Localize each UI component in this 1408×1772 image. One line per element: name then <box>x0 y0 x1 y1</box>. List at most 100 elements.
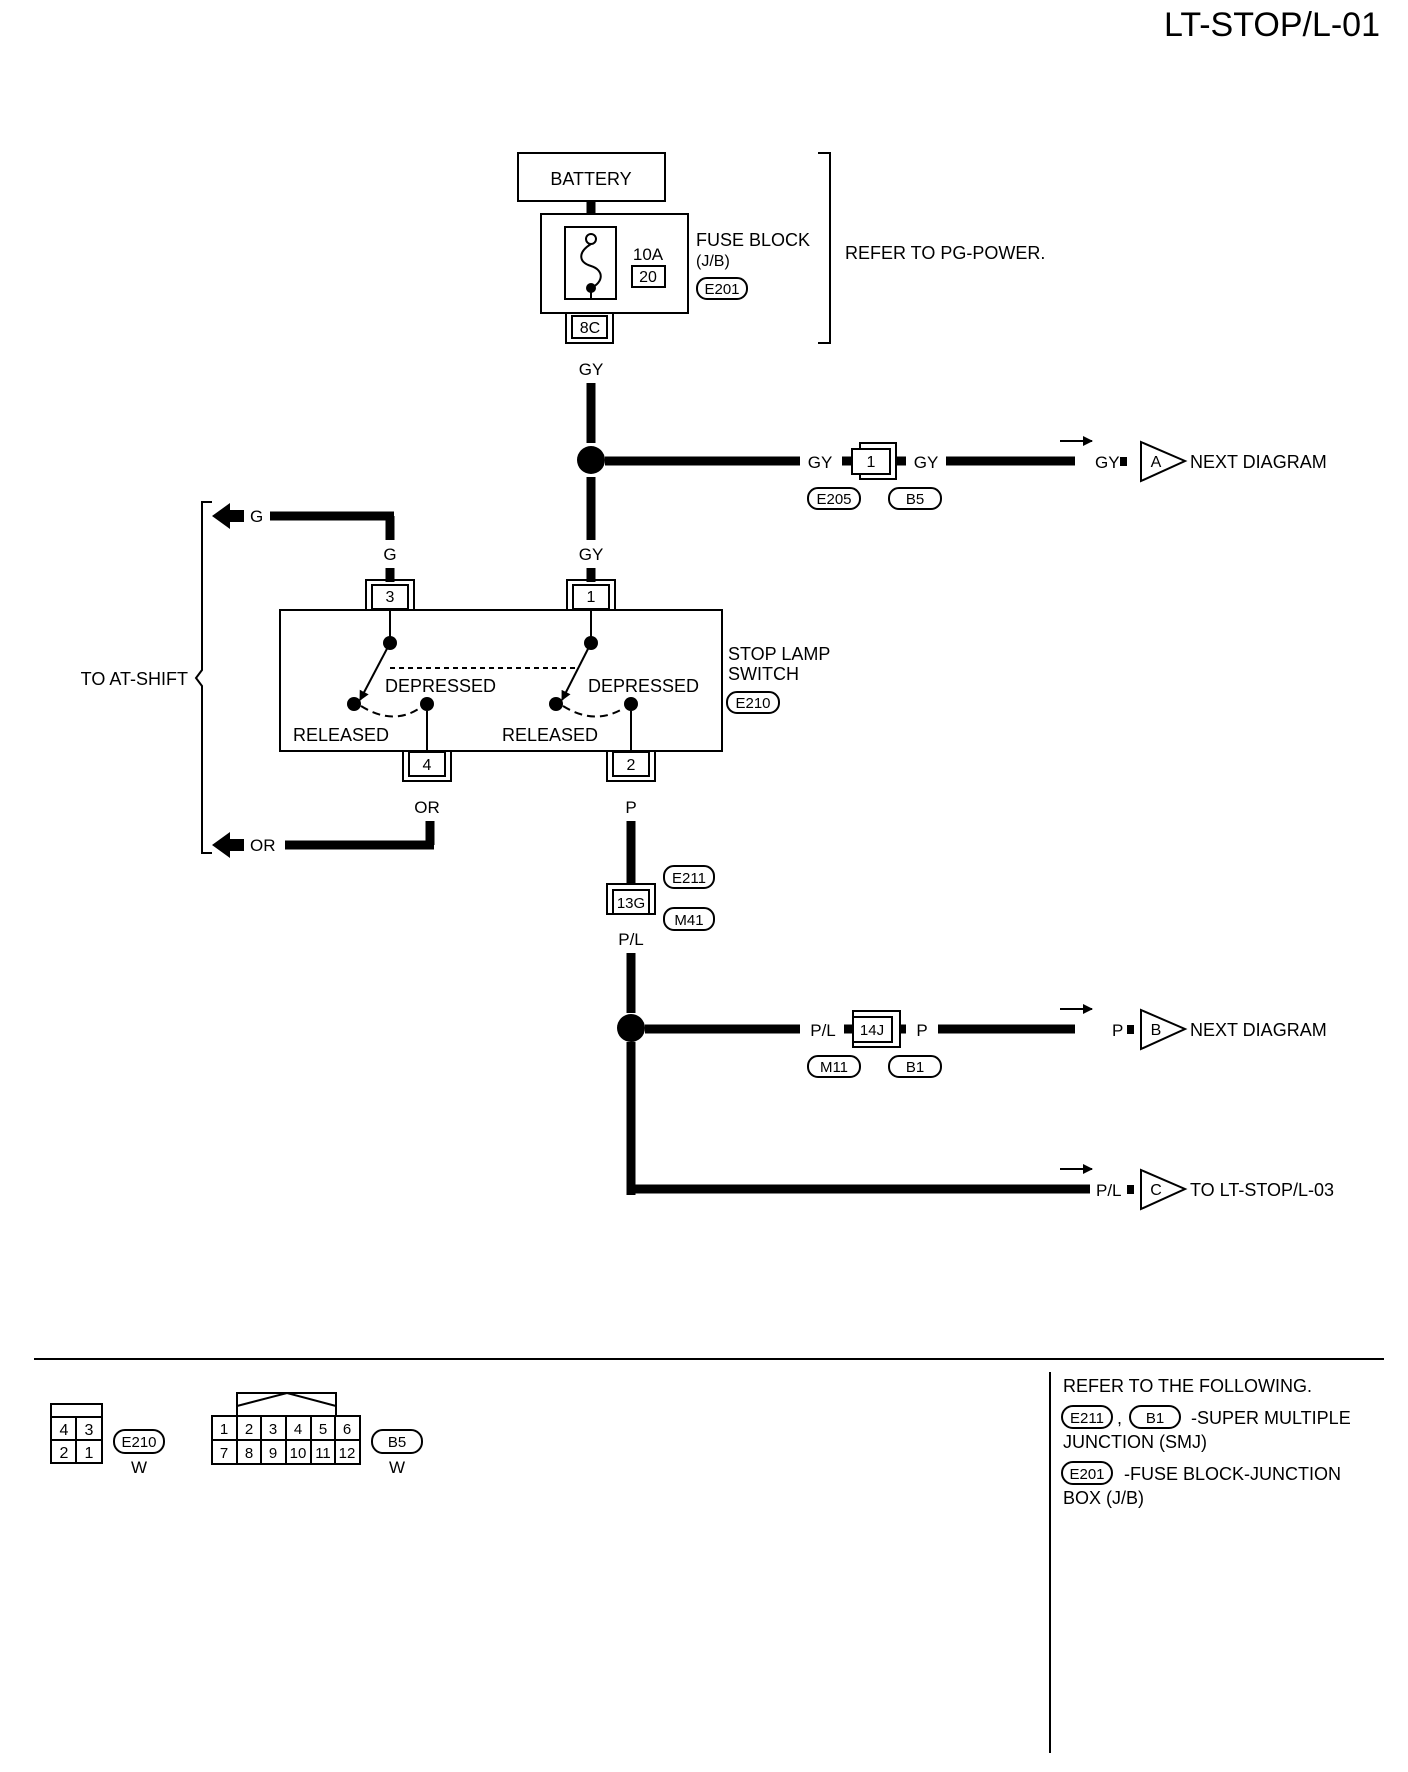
connector-e210-pill <box>726 691 780 714</box>
b5-pin-9: 9 <box>269 1445 277 1462</box>
ref-letter-b: B <box>1151 1022 1162 1039</box>
smj-13g-inner <box>612 889 650 915</box>
legend-b5-color: W <box>389 1458 405 1477</box>
connector-m41-pill <box>663 907 715 931</box>
battery-box <box>517 152 666 202</box>
connector-e205: E205 <box>816 491 851 508</box>
connector-m41: M41 <box>674 912 703 929</box>
wire-label-p-b2: P <box>916 1021 927 1040</box>
e210-pin-1: 1 <box>85 1445 94 1462</box>
fuse-rating: 10A <box>633 245 664 264</box>
connector-m11: M11 <box>820 1059 848 1076</box>
terminal-1-label: 1 <box>587 589 596 606</box>
wire-label-gy-a2: GY <box>914 453 939 472</box>
ref-e211-pill <box>1061 1405 1113 1429</box>
terminal-1-inner <box>572 584 610 610</box>
ref-jb-text-2: BOX (J/B) <box>1063 1488 1144 1508</box>
b5-pin-1: 1 <box>220 1421 228 1438</box>
wire-label-or: OR <box>414 798 440 817</box>
connector-b5-pill <box>888 487 942 510</box>
b5-pin-8: 8 <box>245 1445 253 1462</box>
terminal-3-inner <box>371 584 409 610</box>
legend-e210-color: W <box>131 1458 147 1477</box>
connector-1-label: 1 <box>867 454 876 471</box>
e210-face-tab <box>50 1403 103 1418</box>
legend-b5-pill <box>371 1429 423 1454</box>
refer-bracket <box>818 152 831 344</box>
connector-m11-pill <box>807 1055 861 1078</box>
b5-pin-2: 2 <box>245 1421 253 1438</box>
connector-b5: B5 <box>906 491 924 508</box>
wire-label-gy-a1: GY <box>808 453 833 472</box>
b5-face-tab <box>236 1392 337 1416</box>
connector-14j-inner <box>852 1016 893 1043</box>
fuse-block-sublabel: (J/B) <box>696 253 730 270</box>
ref-triangle-a <box>1140 440 1188 483</box>
ref-b1: B1 <box>1146 1410 1164 1427</box>
e210-pin-3: 3 <box>85 1422 94 1439</box>
ref-b1-pill <box>1129 1405 1181 1429</box>
ref-triangle-b <box>1140 1008 1188 1051</box>
wire-label-pl-b1: P/L <box>810 1021 836 1040</box>
route-c-destination: TO LT-STOP/L-03 <box>1190 1180 1334 1200</box>
b5-pin-12: 12 <box>339 1445 356 1462</box>
legend-e210-id: E210 <box>121 1434 156 1451</box>
stop-lamp-switch-sublabel: SWITCH <box>728 664 799 684</box>
battery-label: BATTERY <box>550 169 631 189</box>
switch-left-depressed: DEPRESSED <box>385 676 496 696</box>
stop-lamp-switch-box <box>279 609 723 752</box>
b5-pin-6: 6 <box>343 1421 351 1438</box>
junction-a-destination: NEXT DIAGRAM <box>1190 452 1327 472</box>
connector-e211-pill <box>663 865 715 889</box>
b5-pin-10: 10 <box>290 1445 307 1462</box>
arrow-g <box>212 503 244 529</box>
b5-pin-11: 11 <box>315 1445 331 1462</box>
fuse-block-connector-pill <box>696 277 748 300</box>
e210-pin-4: 4 <box>60 1422 69 1439</box>
ref-e211: E211 <box>1070 1410 1104 1427</box>
switch-right-released: RELEASED <box>502 725 598 745</box>
connector-e210: E210 <box>735 695 770 712</box>
wire-label-gy-top: GY <box>579 360 604 379</box>
connector-8c-inner <box>571 315 608 339</box>
ref-e201: E201 <box>1069 1466 1104 1483</box>
ref-e201-pill <box>1061 1461 1113 1485</box>
connector-b1-pill <box>888 1055 942 1078</box>
terminal-3-label: 3 <box>386 589 395 606</box>
b5-pin-4: 4 <box>294 1421 302 1438</box>
fuse-block-connector: E201 <box>704 281 739 298</box>
refer-pg-power: REFER TO PG-POWER. <box>845 243 1045 263</box>
terminal-2-label: 2 <box>627 757 636 774</box>
ref-letter-c: C <box>1150 1182 1162 1199</box>
smj-13g-label: 13G <box>617 895 645 912</box>
wire-label-or-end: OR <box>250 836 276 855</box>
b5-pin-5: 5 <box>319 1421 327 1438</box>
b5-pin-3: 3 <box>269 1421 277 1438</box>
connector-e211: E211 <box>672 870 706 887</box>
legend-b5-id: B5 <box>388 1434 406 1451</box>
terminal-2-inner <box>612 751 650 777</box>
arrow-or <box>212 832 244 858</box>
ref-smj-text-1: -SUPER MULTIPLE <box>1191 1408 1351 1428</box>
wire-label-gy-switch: GY <box>579 545 604 564</box>
ref-triangle-c <box>1140 1168 1188 1211</box>
ref-jb-text-1: -FUSE BLOCK-JUNCTION <box>1124 1464 1341 1484</box>
references-heading: REFER TO THE FOLLOWING. <box>1063 1376 1312 1396</box>
fuse-block-label: FUSE BLOCK <box>696 230 810 250</box>
wire-label-pl: P/L <box>618 930 644 949</box>
stop-lamp-switch-label: STOP LAMP <box>728 644 830 664</box>
e210-pin-2: 2 <box>60 1445 69 1462</box>
connector-e205-pill <box>807 487 861 510</box>
connector-1-inner <box>851 448 891 475</box>
at-shift-brace <box>194 501 212 854</box>
switch-right-blade <box>561 642 592 701</box>
connector-b1: B1 <box>906 1059 924 1076</box>
b5-pin-7: 7 <box>220 1445 228 1462</box>
terminal-4-label: 4 <box>423 757 432 774</box>
connector-8c-label: 8C <box>580 320 600 337</box>
terminal-4-inner <box>408 751 446 777</box>
fuse-number: 20 <box>639 269 657 286</box>
wire-label-p-b3: P <box>1112 1021 1123 1040</box>
wire-label-gy-a3: GY <box>1095 453 1120 472</box>
